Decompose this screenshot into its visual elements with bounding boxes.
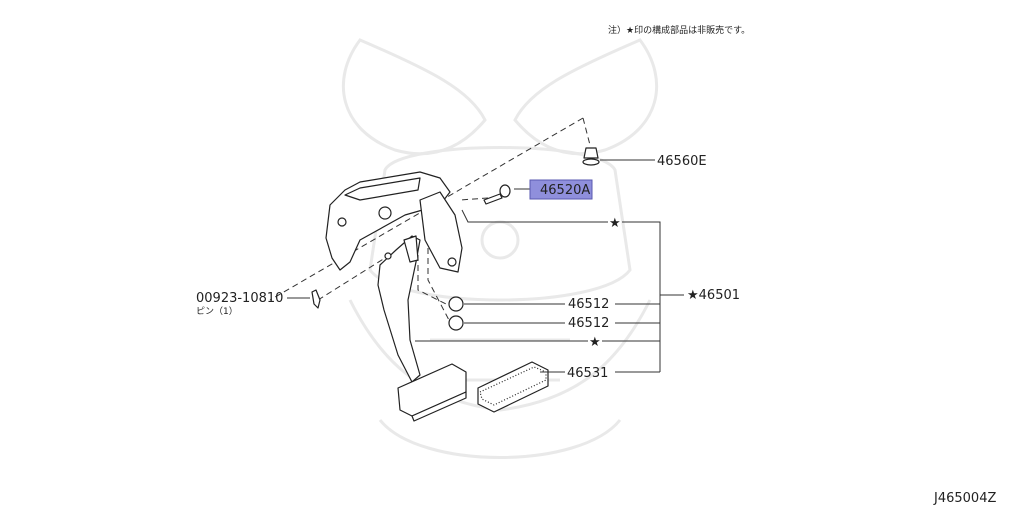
watermark-logo [341,38,659,459]
callout-star-upper: ★ [609,216,621,231]
callout-star-lower: ★ [589,335,601,350]
pedal-pad [477,361,549,413]
bushings-46512 [448,296,464,331]
callout-46501[interactable]: ★46501 [687,288,740,303]
parts-note: 注）★印の構成部品は非販売です。 [608,24,750,36]
callout-46560E[interactable]: 46560E [657,154,707,169]
figure-id: J465004Z [933,491,996,506]
bolt-46560E [582,147,600,166]
pedal-bracket [325,171,463,273]
leader-lines [287,159,684,373]
pedal-foot-plate [397,363,467,422]
callout-00923-10810[interactable]: 00923-10810 [196,291,283,306]
highlight-46520A [529,179,593,200]
callout-pin-name: ピン（1） [196,306,238,317]
callout-46512-upper[interactable]: 46512 [568,297,609,312]
callout-46512-lower[interactable]: 46512 [568,316,609,331]
bolt-46520A [483,184,511,205]
callout-46520A[interactable]: 46520A [540,183,590,198]
callout-46531[interactable]: 46531 [567,366,608,381]
pin-00923-10810 [311,289,321,309]
brake-pedal-arm [377,235,421,383]
